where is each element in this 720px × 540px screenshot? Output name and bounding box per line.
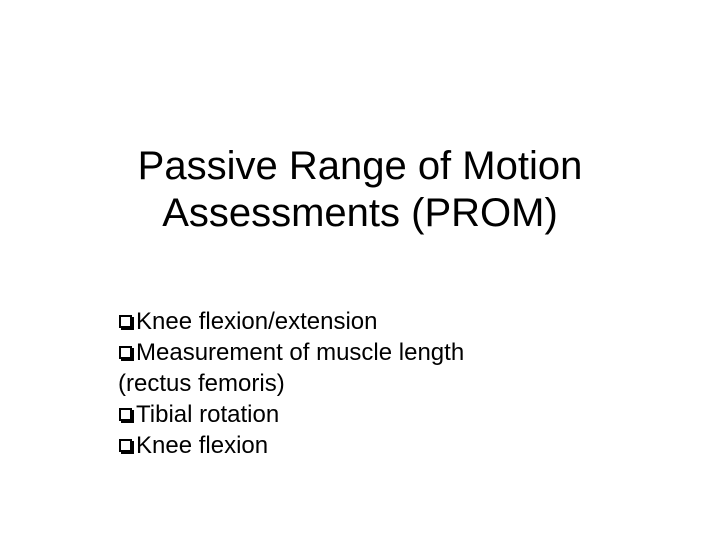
- slide-title: Passive Range of Motion Assessments (PRO…: [0, 143, 720, 237]
- bullet-list: Knee flexion/extension Measurement of mu…: [118, 306, 678, 461]
- box-bullet-icon: [119, 439, 132, 452]
- list-item: Measurement of muscle length: [118, 337, 678, 368]
- list-item: Knee flexion/extension: [118, 306, 678, 337]
- list-item-text: Knee flexion: [136, 432, 269, 459]
- list-item: Tibial rotation: [118, 399, 678, 430]
- list-item: Knee flexion: [118, 430, 678, 461]
- list-item-text: Measurement of muscle length: [136, 339, 465, 366]
- box-bullet-icon: [119, 346, 132, 359]
- slide-title-line: Passive Range of Motion: [137, 144, 583, 188]
- list-item-text: Tibial rotation: [136, 401, 280, 428]
- slide-title-line: Assessments (PROM): [162, 191, 558, 235]
- box-bullet-icon: [119, 315, 132, 328]
- box-bullet-icon: [119, 408, 132, 421]
- list-item-text: Knee flexion/extension: [136, 308, 378, 335]
- list-item-continuation: (rectus femoris): [118, 370, 285, 397]
